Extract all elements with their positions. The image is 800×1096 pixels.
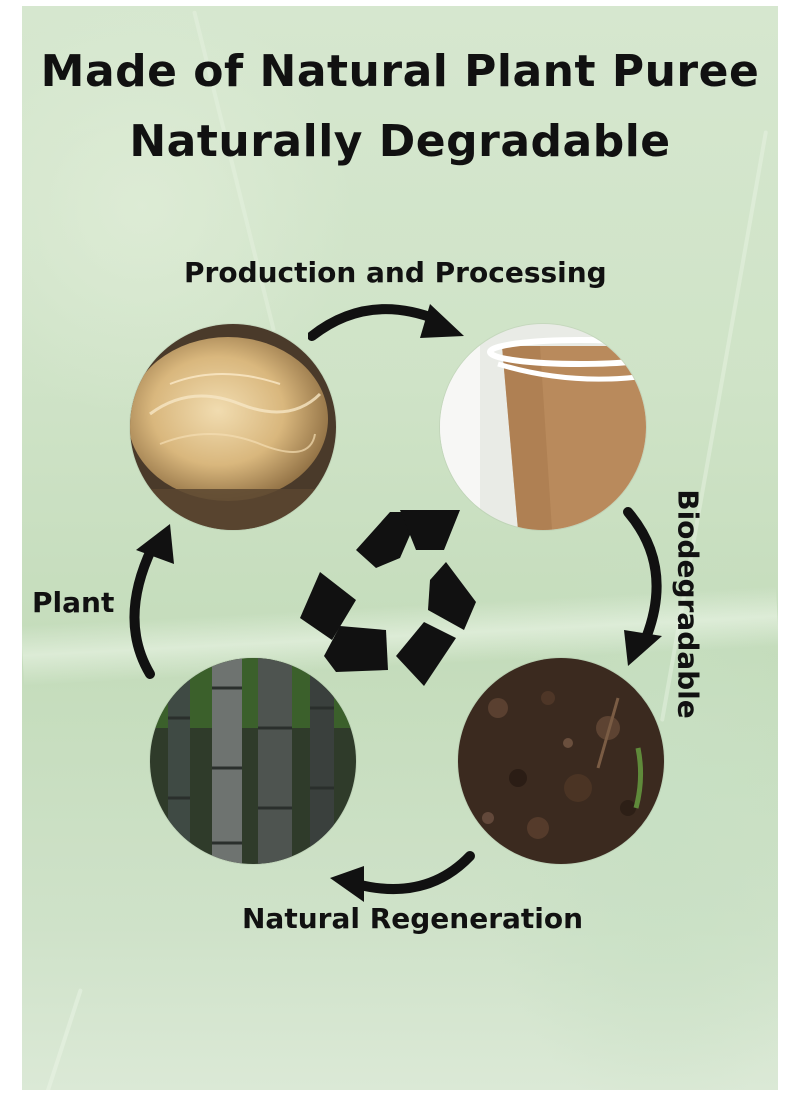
- curved-arrow-icon: [623, 507, 662, 666]
- curved-arrow-icon: [330, 851, 475, 902]
- label-biodegradable-vertical: Biodegradable: [672, 482, 705, 726]
- curved-arrow-icon: [129, 524, 174, 679]
- background-stalk: [45, 988, 83, 1090]
- title-line-2: Naturally Degradable: [129, 116, 671, 167]
- paper-cup-photo: [440, 324, 646, 530]
- poster: Made of Natural Plant Puree Naturally De…: [22, 6, 778, 1090]
- soil-photo: [458, 658, 664, 864]
- label-natural-regeneration: Natural Regeneration: [242, 902, 584, 935]
- recycle-icon: [300, 510, 476, 686]
- title-line-1: Made of Natural Plant Puree: [40, 46, 760, 97]
- label-production-and-processing: Production and Processing: [184, 256, 607, 289]
- curved-arrow-icon: [308, 304, 464, 341]
- label-plant: Plant: [32, 586, 115, 619]
- plant-pulp-photo: [130, 324, 336, 530]
- sugarcane-photo: [150, 658, 356, 864]
